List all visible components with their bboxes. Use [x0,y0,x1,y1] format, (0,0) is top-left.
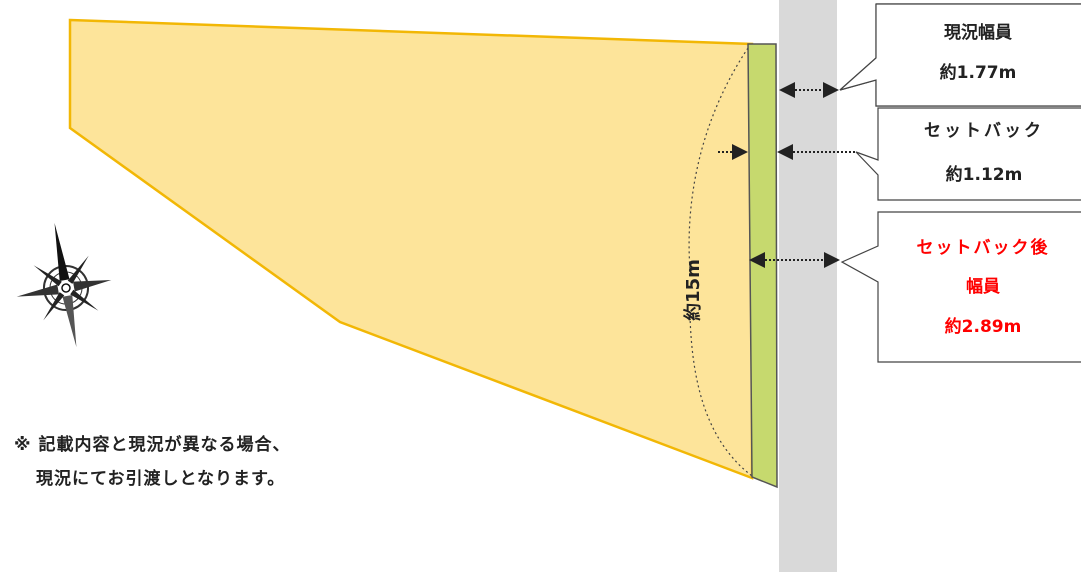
disclaimer-line1: ※ 記載内容と現況が異なる場合、 [14,435,291,455]
callout-after-setback-value: 約2.89m [945,316,1022,337]
depth-curve-top [688,47,749,271]
depth-label: 約15m [682,259,704,321]
disclaimer-note: ※ 記載内容と現況が異なる場合、 現況にてお引渡しとなります。 [14,428,290,496]
callout-after-setback-box [840,211,1081,363]
callout-setback-value: 約1.12m [946,164,1023,185]
callout-setback-box [855,107,1081,201]
depth-curve-bottom [689,315,753,477]
callout-after-setback-title2: 幅員 [966,276,1000,297]
compass-rose-icon [16,223,112,348]
callout-current-width-value: 約1.77m [940,62,1017,83]
callout-after-setback-title1: セットバック後 [917,237,1050,258]
lot-area [68,18,754,480]
road [779,0,837,572]
setback-strip [747,43,778,489]
disclaimer-line2: 現況にてお引渡しとなります。 [36,469,286,489]
callout-setback-title: セットバック [924,121,1044,141]
callout-current-width-title: 現況幅員 [944,22,1012,43]
